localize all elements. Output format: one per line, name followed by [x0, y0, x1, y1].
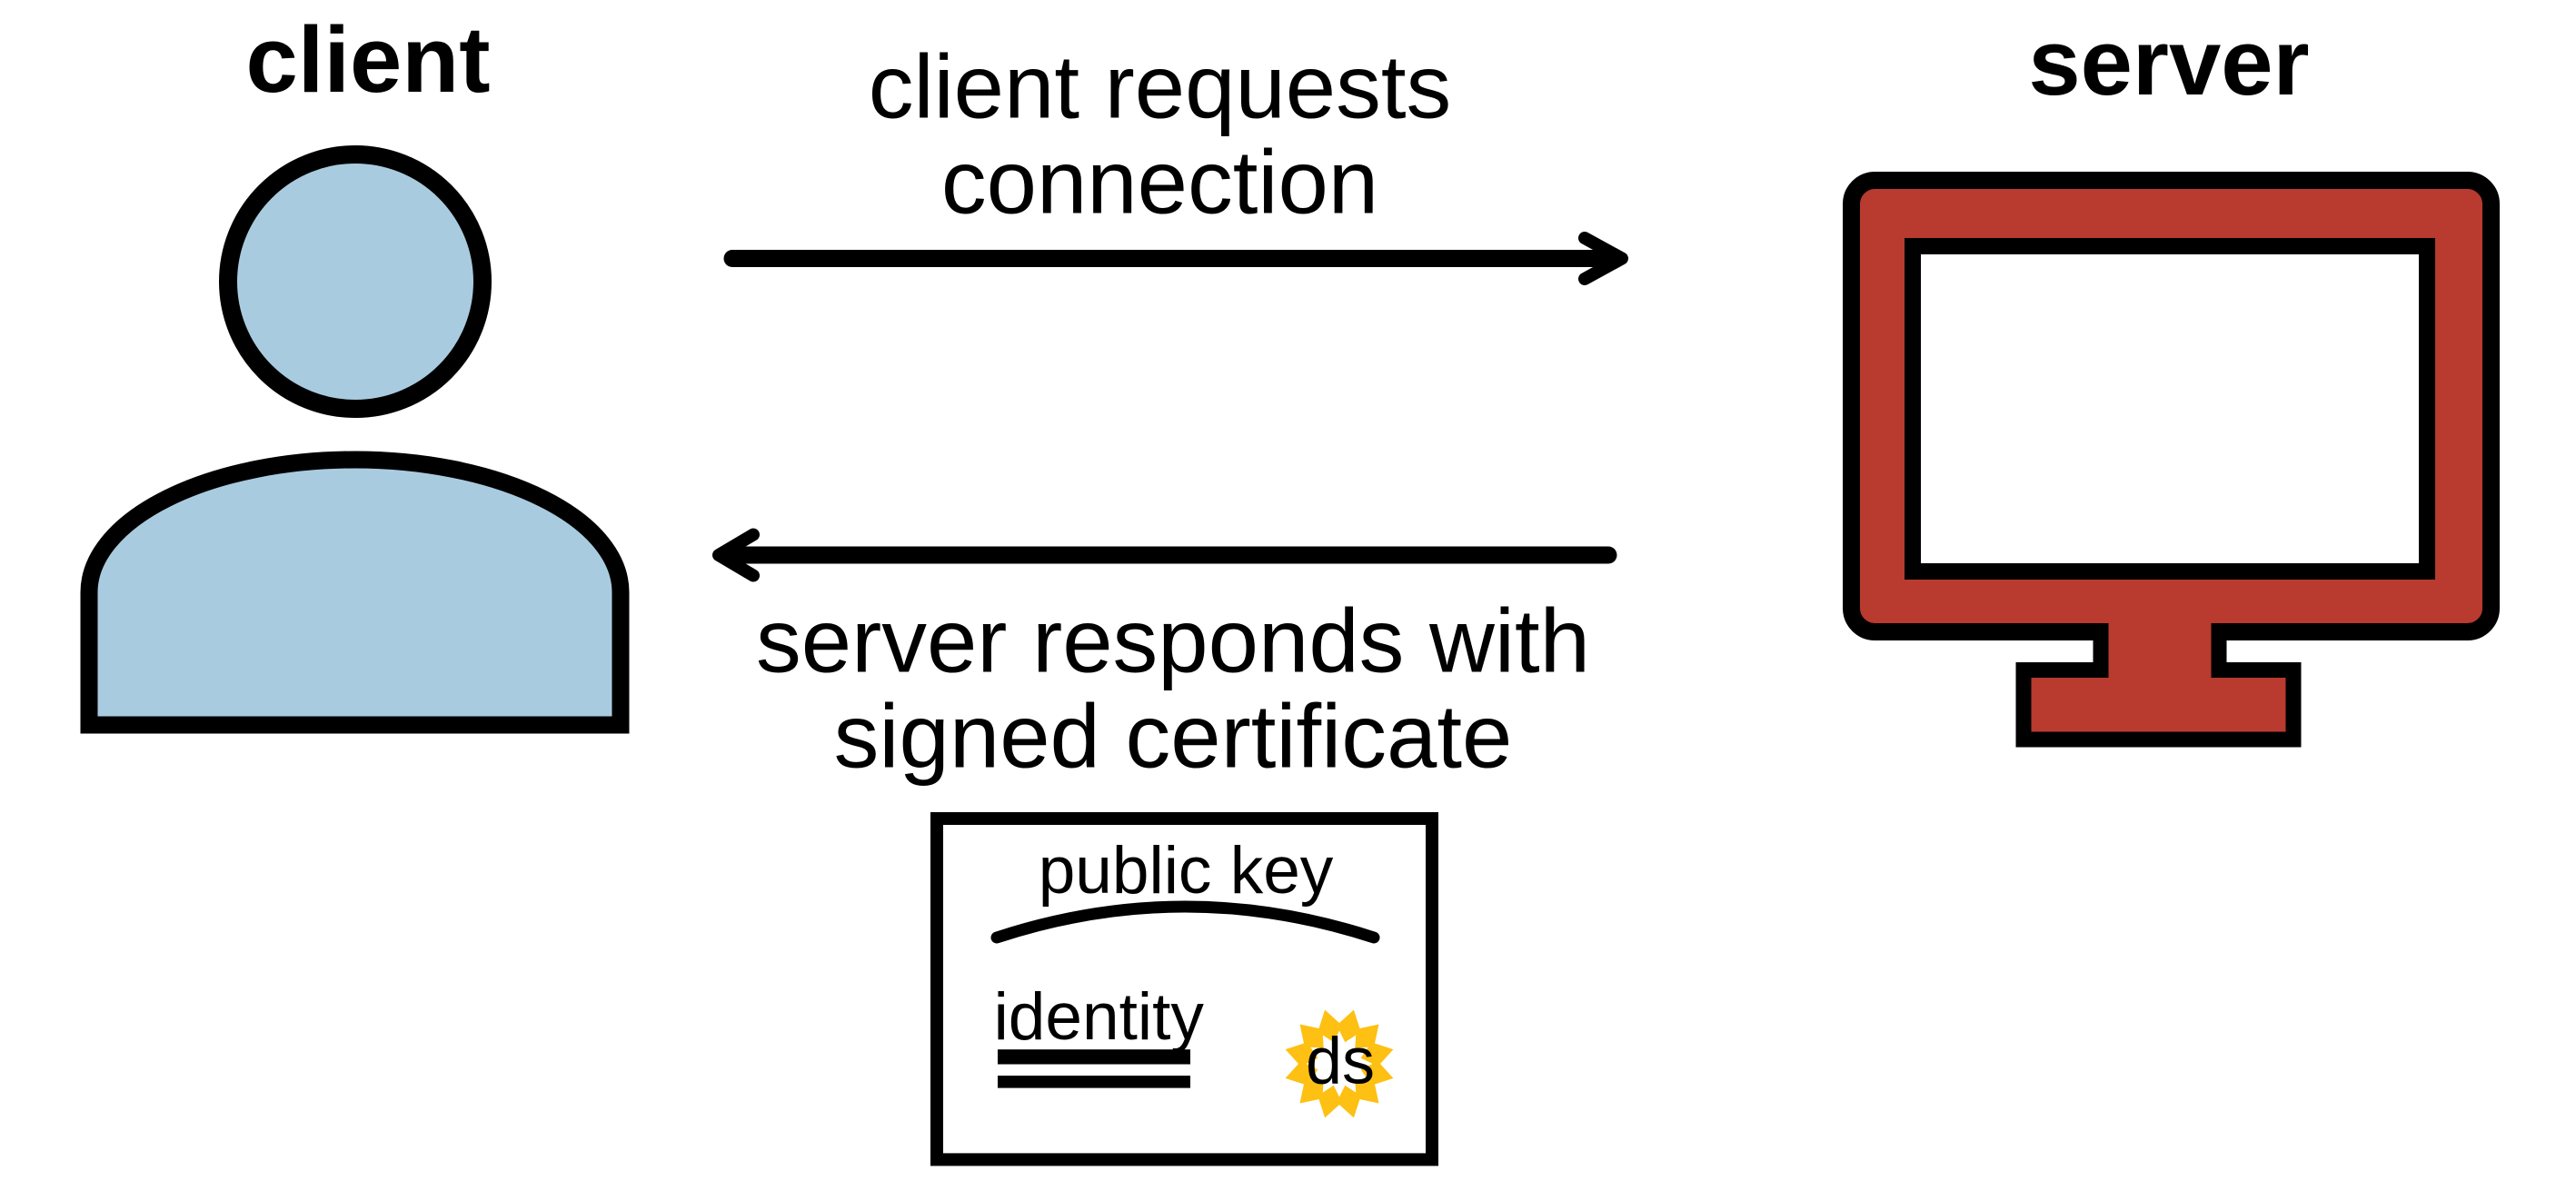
svg-text:server: server — [2028, 10, 2309, 114]
svg-text:server responds with: server responds with — [756, 591, 1590, 692]
svg-text:connection: connection — [941, 133, 1378, 233]
svg-text:client: client — [245, 7, 490, 112]
svg-text:ds: ds — [1306, 1026, 1375, 1098]
svg-text:signed certificate: signed certificate — [834, 687, 1513, 788]
svg-text:public key: public key — [1039, 834, 1334, 908]
svg-text:client requests: client requests — [869, 37, 1452, 138]
svg-text:identity: identity — [994, 980, 1205, 1054]
